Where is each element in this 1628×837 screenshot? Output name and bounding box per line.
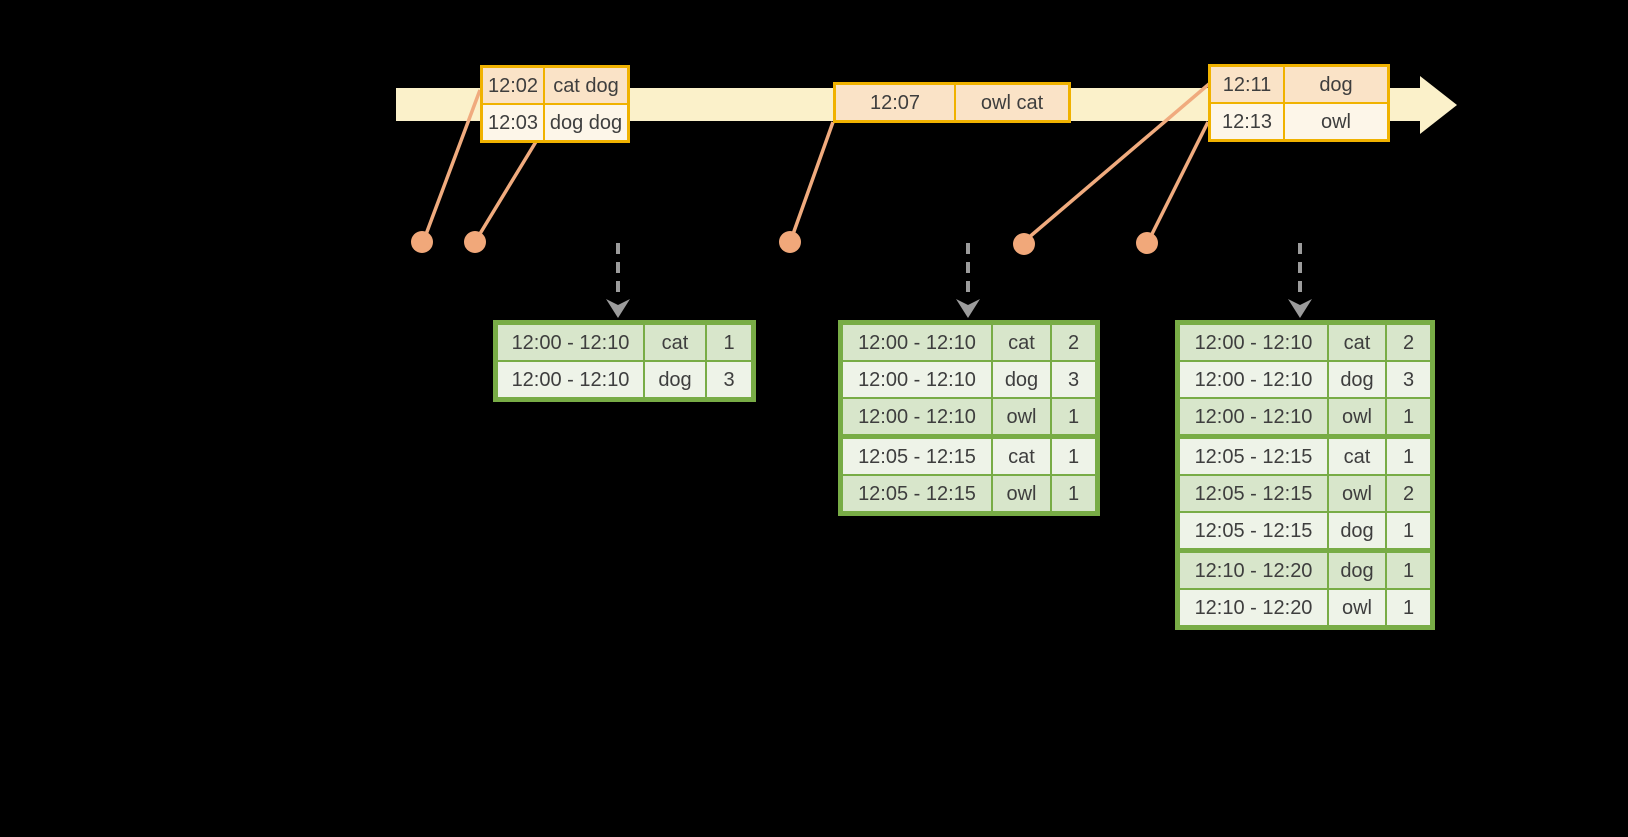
table-row: 12:10 - 12:20 owl 1 bbox=[1180, 590, 1430, 625]
table-row: 12:03 dog dog bbox=[483, 105, 627, 140]
table-row: 12:05 - 12:15 cat 1 bbox=[1180, 439, 1430, 474]
table-row: 12:00 - 12:10 cat 1 bbox=[498, 325, 751, 360]
word-cell: dog bbox=[645, 362, 705, 397]
table-row: 12:07 owl cat bbox=[836, 85, 1068, 120]
connector-line bbox=[423, 89, 482, 238]
table-row: 12:00 - 12:10 cat 2 bbox=[843, 325, 1095, 360]
count-cell: 1 bbox=[1052, 399, 1095, 434]
table-row: 12:00 - 12:10 dog 3 bbox=[1180, 362, 1430, 397]
window-cell: 12:00 - 12:10 bbox=[498, 325, 643, 360]
window-cell: 12:00 - 12:10 bbox=[843, 325, 991, 360]
count-cell: 1 bbox=[707, 325, 751, 360]
event-dot bbox=[779, 231, 801, 253]
word-cell: dog bbox=[993, 362, 1050, 397]
result-table-3: 12:00 - 12:10 cat 2 12:00 - 12:10 dog 3 … bbox=[1175, 320, 1435, 630]
table-row: 12:05 - 12:15 cat 1 bbox=[843, 439, 1095, 474]
event-dot bbox=[1136, 232, 1158, 254]
window-cell: 12:00 - 12:10 bbox=[1180, 362, 1327, 397]
word-cell: owl bbox=[1329, 399, 1385, 434]
result-table-1: 12:00 - 12:10 cat 1 12:00 - 12:10 dog 3 bbox=[493, 320, 756, 402]
window-cell: 12:05 - 12:15 bbox=[1180, 439, 1327, 474]
count-cell: 1 bbox=[1052, 439, 1095, 474]
timeline-arrowhead-icon bbox=[1420, 76, 1457, 134]
table-row: 12:05 - 12:15 owl 1 bbox=[843, 476, 1095, 511]
connector-line bbox=[1025, 82, 1211, 241]
word-cell: owl bbox=[1329, 590, 1385, 625]
window-cell: 12:05 - 12:15 bbox=[843, 476, 991, 511]
count-cell: 2 bbox=[1387, 476, 1430, 511]
connector-line bbox=[476, 139, 539, 238]
table-row: 12:11 dog bbox=[1211, 67, 1387, 102]
word-cell: dog bbox=[1329, 362, 1385, 397]
word-cell: owl bbox=[1329, 476, 1385, 511]
window-cell: 12:00 - 12:10 bbox=[1180, 325, 1327, 360]
word-cell: dog bbox=[1329, 513, 1385, 548]
word-cell: cat bbox=[645, 325, 705, 360]
trigger-arrow-icon bbox=[1288, 243, 1312, 318]
word-cell: cat bbox=[993, 439, 1050, 474]
count-cell: 1 bbox=[1387, 399, 1430, 434]
count-cell: 2 bbox=[1387, 325, 1430, 360]
event-time-cell: 12:07 bbox=[836, 85, 954, 120]
trigger-arrow-icon bbox=[956, 243, 980, 318]
table-row: 12:02 cat dog bbox=[483, 68, 627, 103]
table-row: 12:10 - 12:20 dog 1 bbox=[1180, 553, 1430, 588]
event-words-cell: owl cat bbox=[956, 85, 1068, 120]
window-cell: 12:10 - 12:20 bbox=[1180, 553, 1327, 588]
result-table-2: 12:00 - 12:10 cat 2 12:00 - 12:10 dog 3 … bbox=[838, 320, 1100, 516]
count-cell: 1 bbox=[1387, 590, 1430, 625]
event-table-2: 12:07 owl cat bbox=[833, 82, 1071, 123]
count-cell: 1 bbox=[1387, 439, 1430, 474]
event-dot bbox=[411, 231, 433, 253]
window-cell: 12:00 - 12:10 bbox=[498, 362, 643, 397]
event-dot bbox=[1013, 233, 1035, 255]
count-cell: 1 bbox=[1052, 476, 1095, 511]
word-cell: owl bbox=[993, 476, 1050, 511]
event-time-cell: 12:02 bbox=[483, 68, 543, 103]
table-row: 12:00 - 12:10 dog 3 bbox=[498, 362, 751, 397]
window-cell: 12:10 - 12:20 bbox=[1180, 590, 1327, 625]
event-table-3: 12:11 dog 12:13 owl bbox=[1208, 64, 1390, 142]
event-words-cell: owl bbox=[1285, 104, 1387, 139]
event-dot bbox=[464, 231, 486, 253]
word-cell: dog bbox=[1329, 553, 1385, 588]
table-row: 12:13 owl bbox=[1211, 104, 1387, 139]
trigger-arrow-icon bbox=[606, 243, 630, 318]
connector-line bbox=[1148, 121, 1210, 239]
window-cell: 12:00 - 12:10 bbox=[1180, 399, 1327, 434]
event-time-cell: 12:03 bbox=[483, 105, 543, 140]
event-words-cell: dog bbox=[1285, 67, 1387, 102]
word-cell: cat bbox=[993, 325, 1050, 360]
window-cell: 12:00 - 12:10 bbox=[843, 362, 991, 397]
table-row: 12:00 - 12:10 dog 3 bbox=[843, 362, 1095, 397]
count-cell: 1 bbox=[1387, 513, 1430, 548]
window-cell: 12:05 - 12:15 bbox=[843, 439, 991, 474]
window-cell: 12:05 - 12:15 bbox=[1180, 513, 1327, 548]
count-cell: 3 bbox=[1387, 362, 1430, 397]
word-cell: cat bbox=[1329, 439, 1385, 474]
window-cell: 12:00 - 12:10 bbox=[843, 399, 991, 434]
event-words-cell: cat dog bbox=[545, 68, 627, 103]
count-cell: 2 bbox=[1052, 325, 1095, 360]
table-row: 12:00 - 12:10 owl 1 bbox=[1180, 399, 1430, 434]
word-cell: cat bbox=[1329, 325, 1385, 360]
table-row: 12:00 - 12:10 owl 1 bbox=[843, 399, 1095, 434]
table-row: 12:00 - 12:10 cat 2 bbox=[1180, 325, 1430, 360]
event-time-cell: 12:11 bbox=[1211, 67, 1283, 102]
event-time-cell: 12:13 bbox=[1211, 104, 1283, 139]
event-words-cell: dog dog bbox=[545, 105, 627, 140]
count-cell: 1 bbox=[1387, 553, 1430, 588]
count-cell: 3 bbox=[1052, 362, 1095, 397]
event-table-1: 12:02 cat dog 12:03 dog dog bbox=[480, 65, 630, 143]
table-row: 12:05 - 12:15 owl 2 bbox=[1180, 476, 1430, 511]
word-cell: owl bbox=[993, 399, 1050, 434]
window-cell: 12:05 - 12:15 bbox=[1180, 476, 1327, 511]
count-cell: 3 bbox=[707, 362, 751, 397]
table-row: 12:05 - 12:15 dog 1 bbox=[1180, 513, 1430, 548]
connector-line bbox=[790, 121, 835, 238]
